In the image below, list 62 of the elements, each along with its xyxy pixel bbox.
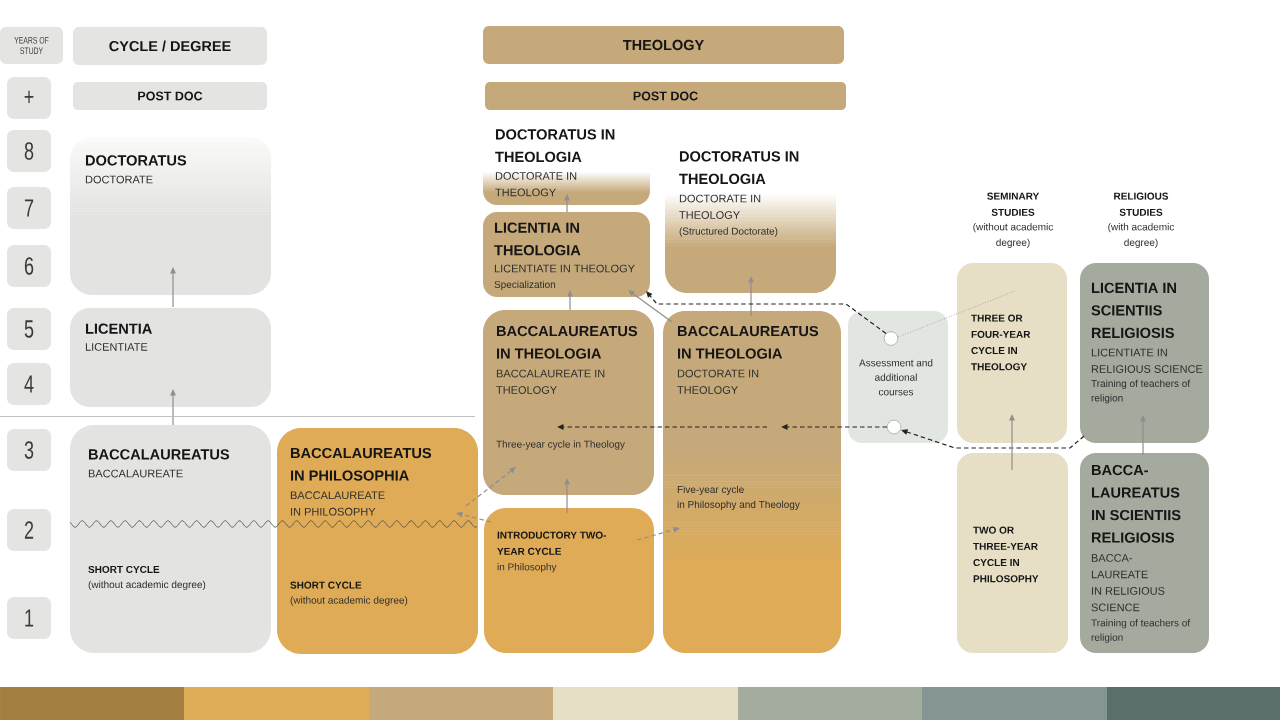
node-label: DOCTORATUS IN THEOLOGIA <box>679 151 799 185</box>
arrow <box>1009 414 1015 471</box>
dashed-arrow <box>456 511 492 523</box>
node-label: BACCALAUREATUS IN THEOLOGIA <box>677 325 819 359</box>
degree-box: DOCTORATUS IN THEOLOGIA DOCTORATE IN THEOLOGY <box>483 129 650 205</box>
node-label: DOCTORATUS <box>85 155 187 166</box>
dashed-arrow <box>781 424 888 430</box>
dashed-arrow <box>646 291 887 335</box>
column-header: THEOLOGY <box>483 26 844 64</box>
arrow <box>567 290 573 311</box>
arrow <box>170 267 176 308</box>
degree-box: BACCA-LAUREATUS IN SCIENTIIS RELIGIOSIS BACCA-LAUREATE IN RELIGIOUS SCIENCE Training of teachers of religion <box>1080 453 1209 653</box>
junction-circle <box>886 419 902 435</box>
year-box: 6 <box>7 245 51 287</box>
year-box: 8 <box>7 130 51 172</box>
column-header: YEARS OF STUDY <box>0 27 63 64</box>
dashed-arrow <box>557 424 768 430</box>
dashed-arrow <box>901 429 1085 449</box>
degree-box: LICENTIA IN SCIENTIIS RELIGIOSIS LICENTIATE IN RELIGIOUS SCIENCE Training of teachers of religion <box>1080 263 1209 443</box>
node-label: DOCTORATE IN THEOLOGY <box>679 194 761 219</box>
degree-box: DOCTORATUS DOCTORATE <box>70 137 271 295</box>
year-box: 4 <box>7 363 51 405</box>
year-box: 7 <box>7 187 51 229</box>
level-bar: POST DOC <box>485 82 846 110</box>
node-label: (Structured Doctorate) <box>679 227 778 237</box>
junction-circle <box>883 331 899 346</box>
cycle-box: TWO OR THREE-YEAR CYCLE IN PHILOSOPHY <box>957 453 1068 653</box>
cycle-box: INTRODUCTORY TWO-YEAR CYCLE in Philosophy <box>484 508 654 653</box>
degree-box: BACCALAUREATUS IN PHILOSOPHIA BACCALAUREATE IN PHILOSOPHY SHORT CYCLE (without academic degree) <box>277 428 478 654</box>
degree-box: LICENTIA IN THEOLOGIA LICENTIATE IN THEOLOGY Specialization <box>483 212 650 297</box>
arrow <box>748 276 754 317</box>
dotted-line <box>897 290 1016 338</box>
column-note: (without academic degree) <box>973 223 1053 248</box>
arrow <box>564 194 570 213</box>
assessment-box: Assessment and additional courses <box>848 311 948 443</box>
year-box: 1 <box>7 597 51 639</box>
cycle-box: THREE OR FOUR-YEAR CYCLE IN THEOLOGY <box>957 263 1067 443</box>
arrow <box>564 478 570 514</box>
degree-box: BACCALAUREATUS IN THEOLOGIA DOCTORATE IN THEOLOGY Five-year cycle in Philosophy and Theology <box>663 311 841 653</box>
year-box: 5 <box>7 308 51 350</box>
arrow <box>628 290 673 323</box>
column-header: CYCLE / DEGREE <box>73 27 267 65</box>
year-box: 3 <box>7 429 51 471</box>
degree-box: BACCALAUREATUS BACCALAUREATE SHORT CYCLE (without academic degree) <box>70 425 271 653</box>
node-label: DOCTORATE IN THEOLOGY <box>677 369 759 394</box>
node-label: DOCTORATUS IN THEOLOGIA <box>495 129 615 163</box>
level-bar: POST DOC <box>73 82 267 110</box>
column-heading: RELIGIOUS STUDIES <box>1114 192 1169 216</box>
node-label: DOCTORATE IN <box>495 172 577 180</box>
column-note: (with academic degree) <box>1108 223 1175 248</box>
arrow <box>170 389 176 426</box>
degree-box: LICENTIA LICENTIATE <box>70 308 271 407</box>
year-box: 2 <box>7 509 51 551</box>
column-heading: SEMINARY STUDIES <box>987 192 1040 216</box>
dashed-arrow <box>465 467 516 507</box>
arrow <box>1140 415 1146 456</box>
node-label: Five-year cycle in Philosophy and Theology <box>677 485 800 510</box>
degree-box: BACCALAUREATUS IN THEOLOGIA BACCALAUREATE IN THEOLOGY Three-year cycle in Theology <box>483 310 654 495</box>
year-box: + <box>7 77 51 119</box>
dashed-arrow <box>636 526 680 541</box>
node-label: DOCTORATE <box>85 175 153 184</box>
degree-box: DOCTORATUS IN THEOLOGIA DOCTORATE IN THEOLOGY (Structured Doctorate) <box>665 151 836 293</box>
